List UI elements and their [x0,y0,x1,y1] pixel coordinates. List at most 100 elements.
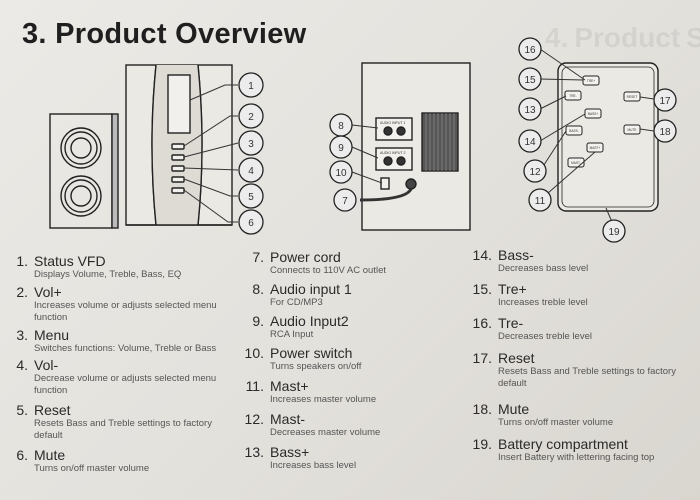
remote-button-label: MUTE [627,128,636,132]
callout-number: 7 [342,196,348,207]
callout-number: 13 [524,105,536,116]
callout-number: 18 [659,127,671,138]
rear-callouts [329,113,357,212]
front-callouts [238,72,264,235]
legend-item: 17. Reset Resets Bass and Treble setting… [466,350,691,390]
rear-panel-illustration [361,62,471,231]
callout-number: 15 [524,75,536,86]
callout-number: 1 [248,81,254,92]
bleed-through-word: Setup [686,22,700,53]
legend-item: 12. Mast- Decreases master volume [236,411,466,439]
item-title: Mast- [270,411,305,427]
item-number: 16. [472,315,492,331]
legend-item: 16. Tre- Decreases treble level [466,315,691,343]
callout-number: 2 [248,112,254,123]
item-number: 6. [16,447,28,463]
item-number: 7. [252,249,264,265]
item-title: Power switch [270,345,353,361]
callout-number: 19 [608,227,620,238]
remote-button-label: BASS- [569,129,579,133]
item-title: Tre- [498,315,524,331]
item-title: Bass- [498,247,534,263]
item-title: Audio Input2 [270,313,349,329]
item-number: 4. [16,357,28,373]
remote-button-label: TRE+ [587,79,595,83]
item-title: Mute [34,447,66,463]
item-title: Audio input 1 [270,281,352,297]
item-number: 15. [472,281,492,297]
item-number: 12. [244,411,264,427]
callout-number: 11 [535,196,546,207]
page-title: 3. Product Overview [22,18,307,50]
item-title: Bass+ [270,444,310,460]
item-number: 19. [472,436,492,452]
item-description: Connects to 110V AC outlet [270,265,387,276]
remote-button-label: TRE- [569,94,576,98]
item-description: Resets Bass and Treble settings to facto… [498,366,676,389]
legend-item: 14. Bass- Decreases bass level [466,247,691,275]
callout-number: 4 [248,166,254,177]
callout-number: 8 [338,121,344,132]
callout-number: 10 [335,168,347,179]
item-description: Increases master volume [270,394,377,405]
bleed-through-word: Product [574,22,681,53]
remote-buttons [564,75,641,168]
callout-number: 5 [248,192,254,203]
callout-number: 6 [248,218,254,229]
legend-item: 19. Battery compartment Insert Battery w… [466,436,694,464]
item-title: Reset [498,350,535,366]
item-number: 10. [244,345,264,361]
item-number: 8. [252,281,264,297]
item-title: Reset [34,402,71,418]
legend-item: 9. Audio Input2 RCA Input [236,313,466,341]
bleed-through-heading: 4.Product Setup [545,22,700,54]
item-title: Mute [498,401,530,417]
bleed-through-word: 4. [545,22,569,53]
legend-item: 10. Power switch Turns speakers on/off [236,345,466,373]
item-description: RCA Input [270,329,314,340]
side-speaker-illustration [49,113,119,229]
remote-callouts [518,37,677,243]
item-number: 3. [16,327,28,343]
item-description: Resets Bass and Treble settings to facto… [34,418,212,441]
remote-button-label: MAST- [571,161,581,165]
item-title: Tre+ [498,281,527,297]
callout-number: 3 [248,139,254,150]
item-title: Battery compartment [498,436,628,452]
rear-callout-leaders [351,124,383,184]
item-description: Decrease volume or adjusts selected menu… [34,373,217,396]
item-title: Vol- [34,357,59,373]
legend-item: 7. Power cord Connects to 110V AC outlet [236,249,466,277]
product-diagram: 1 2 3 4 5 6 AUDIO INPUT 1 AUDIO INPUT 2 [49,37,677,243]
legend-item: 3. Menu Switches functions: Volume, Treb… [0,327,240,355]
legend-item: 18. Mute Turns on/off master volume [466,401,691,429]
item-description: Turns on/off master volume [498,417,614,428]
remote-button-label: MAST+ [590,146,601,150]
remote-callout-leaders [539,48,655,223]
legend-item: 4. Vol- Decrease volume or adjusts selec… [0,357,232,397]
item-number: 9. [252,313,264,329]
front-callout-leaders [183,84,239,223]
callout-number: 12 [529,167,541,178]
item-description: For CD/MP3 [270,297,323,308]
item-description: Increases bass level [270,460,357,471]
callout-number: 17 [659,96,671,107]
remote-button-label: BASS+ [588,112,599,116]
legend-item: 15. Tre+ Increases treble level [466,281,691,309]
item-number: 14. [472,247,492,263]
item-description: Displays Volume, Treble, Bass, EQ [34,269,182,280]
item-description: Increases volume or adjusts selected men… [34,300,217,323]
legend-item: 2. Vol+ Increases volume or adjusts sele… [0,284,230,324]
callout-number: 14 [524,137,536,148]
remote-control-illustration [557,62,659,212]
main-unit-front-illustration [125,64,233,226]
item-number: 17. [472,350,492,366]
item-description: Insert Battery with lettering facing top [498,452,655,463]
remote-button-label: RESET [627,95,638,99]
item-description: Turns on/off master volume [34,463,150,474]
power-cord-illustration [359,188,413,202]
audio-input-2-panel-label: AUDIO INPUT 2 [380,151,405,155]
legend-item: 5. Reset Resets Bass and Treble settings… [0,402,222,442]
item-description: Decreases treble level [498,331,592,342]
item-title: Mast+ [270,378,309,394]
